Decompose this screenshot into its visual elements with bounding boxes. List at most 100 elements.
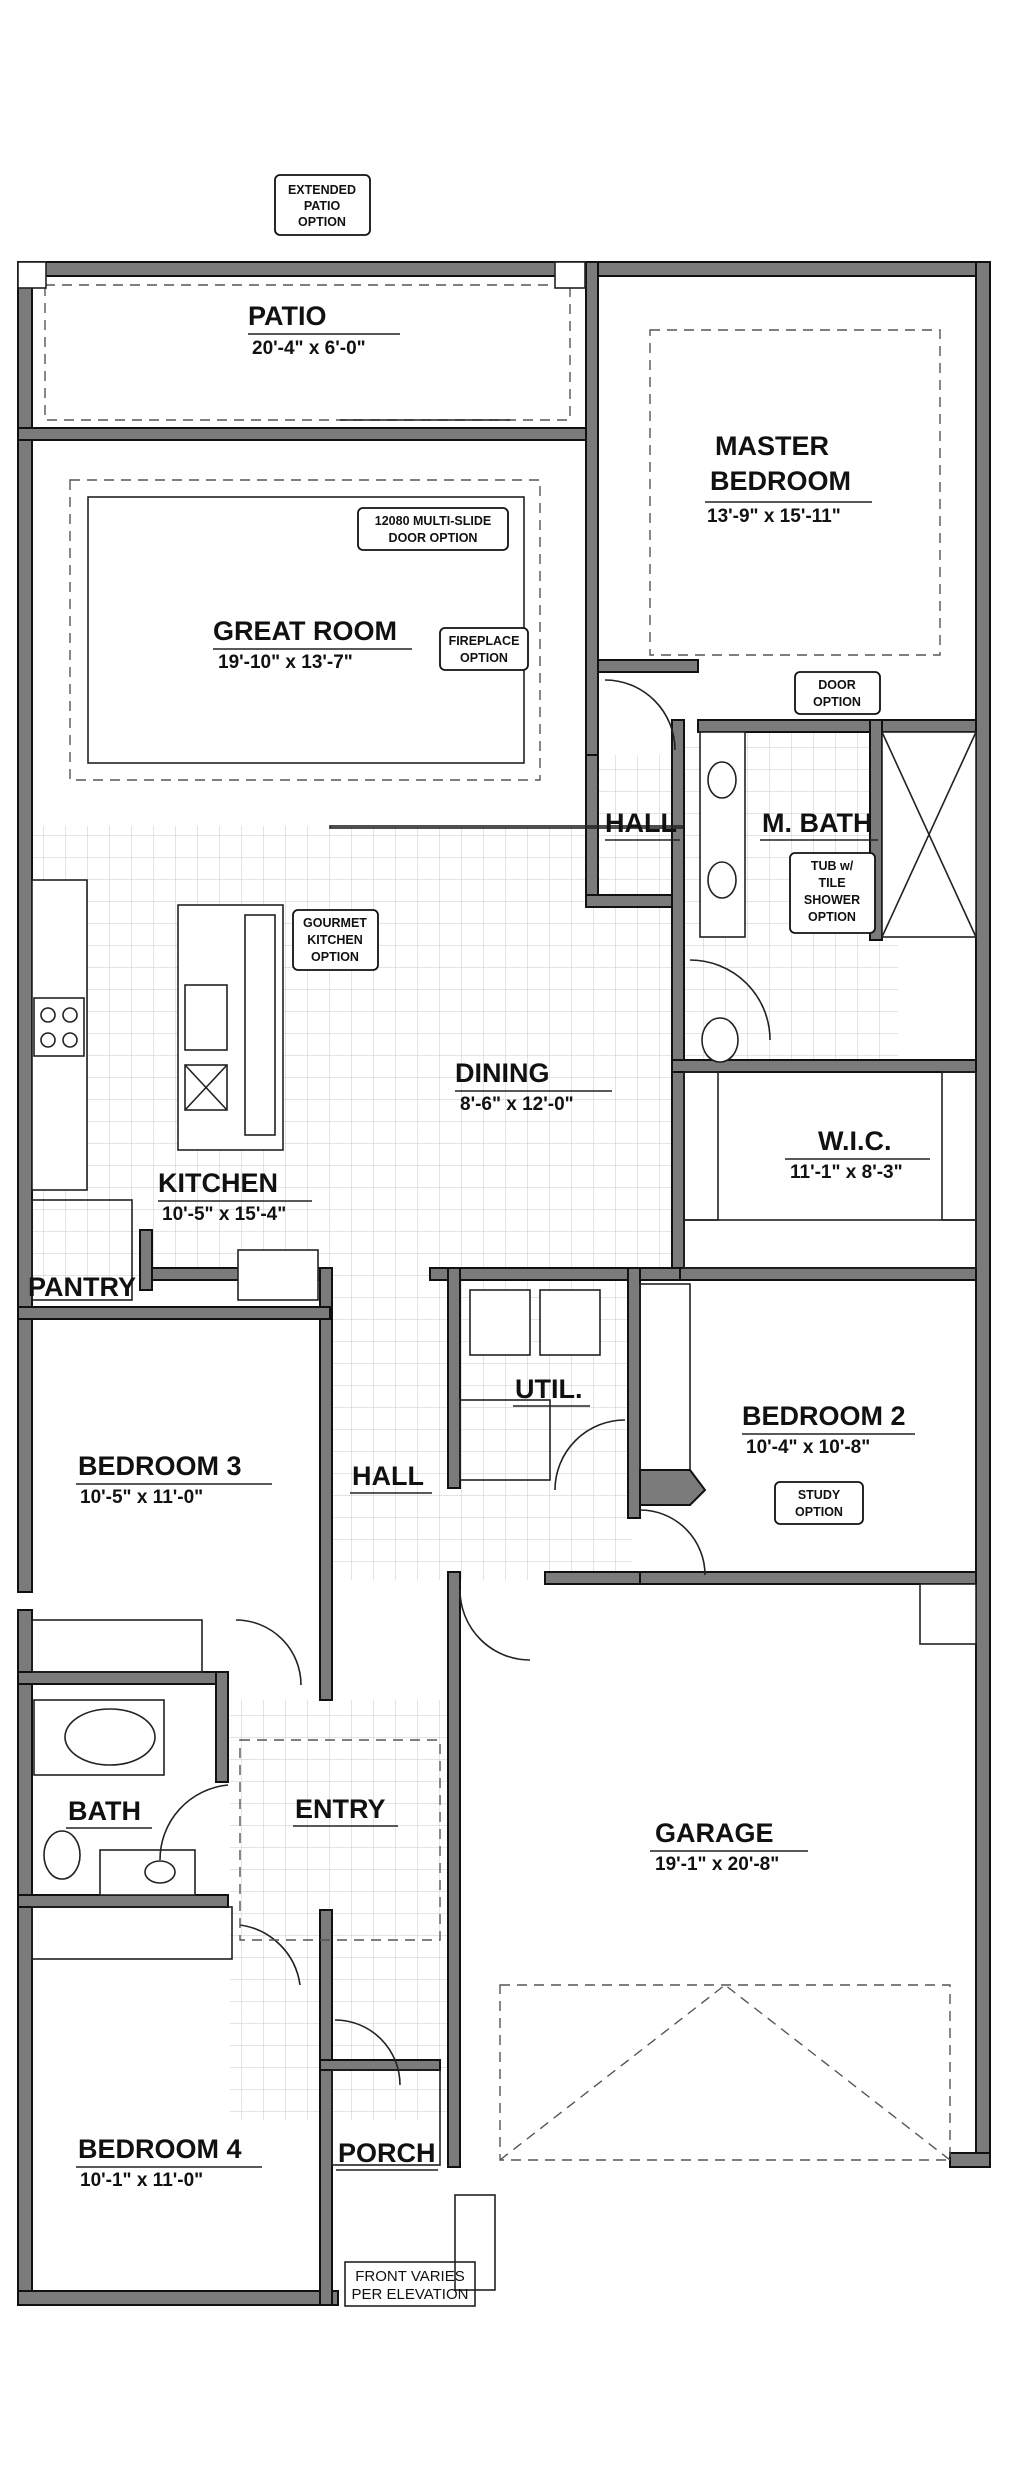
sink-icon: [707, 861, 737, 899]
porch-slab: [331, 2069, 441, 2166]
front-varies-l2: PER ELEVATION: [352, 2286, 469, 2303]
util-label: UTIL.: [515, 1374, 583, 1404]
wall-util-east: [627, 1267, 641, 1519]
wall-bed4-east: [319, 1909, 333, 2306]
wall-pantry: [139, 1229, 153, 1291]
tub-shower-l1: TUB w/: [811, 859, 854, 873]
toilet-icon: [701, 1017, 739, 1063]
tub-shower-tag: [789, 852, 876, 934]
wic-shelf: [683, 1219, 977, 1269]
island-inner: [244, 914, 276, 1136]
greatroom-ceiling: [69, 479, 541, 781]
mbath-door-swing: [689, 959, 771, 1041]
pantry-label: PANTRY: [28, 1272, 136, 1302]
garage-dims: 19'-1" x 20'-8": [655, 1854, 779, 1875]
entry-outline: [239, 1739, 441, 1941]
wall-master-south: [597, 659, 699, 673]
bedroom3-dims: 10'-5" x 11'-0": [80, 1487, 203, 1508]
door-option-l2: OPTION: [813, 695, 861, 709]
bedroom4-dims: 10'-1" x 11'-0": [80, 2170, 203, 2191]
toilet-icon: [43, 1830, 81, 1880]
wall-greatroom-east: [585, 261, 599, 761]
burner: [62, 1007, 78, 1023]
porch-label: PORCH: [338, 2138, 436, 2168]
multi-slide-l2: DOOR OPTION: [389, 531, 478, 545]
extended-patio-l2: PATIO: [304, 199, 341, 213]
dryer: [539, 1289, 601, 1356]
great-room-dims: 19'-10" x 13'-7": [218, 652, 353, 673]
garage-door-diag: [724, 1984, 951, 2161]
wall-south-garage: [949, 2152, 991, 2168]
wall-west-bottom: [17, 1609, 33, 2306]
bath-label: BATH: [68, 1796, 141, 1826]
fridge: [237, 1249, 319, 1301]
patio-dims: 20'-4" x 6'-0": [252, 338, 366, 359]
util-door-swing: [554, 1419, 626, 1491]
wall-garage-north: [544, 1571, 641, 1585]
bed2-door-swing: [639, 1509, 706, 1576]
wall-patio-top: [17, 261, 599, 277]
master-ceiling: [649, 329, 941, 656]
hall-lower-label: HALL: [352, 1461, 424, 1491]
util-shelf: [459, 1399, 551, 1481]
burner: [40, 1007, 56, 1023]
gourmet-kitchen-tag: [292, 909, 379, 971]
wall-util-west: [447, 1267, 461, 1489]
gourmet-l1: GOURMET: [303, 916, 367, 930]
upper-hall-tile: [593, 755, 675, 895]
wall-hall-upper-south: [585, 894, 682, 908]
bed2-closet: [639, 1283, 691, 1485]
wall-master-top: [597, 261, 989, 277]
wall-bath-east: [215, 1671, 229, 1783]
sink-icon: [184, 984, 228, 1051]
entry-label: ENTRY: [295, 1794, 386, 1824]
extended-patio-tag: [274, 174, 371, 236]
kitchen-dining-tile: [25, 826, 683, 1281]
bedroom2-dims: 10'-4" x 10'-8": [746, 1437, 870, 1458]
bed4-door-swing: [239, 1924, 301, 1986]
shower-diagonal: [881, 731, 977, 938]
bedroom2-label: BEDROOM 2: [742, 1401, 906, 1431]
front-varies-box: [344, 2261, 476, 2307]
tub-shower-l3: SHOWER: [804, 893, 860, 907]
master-label-2: BEDROOM: [710, 466, 851, 496]
multi-slide-tag: [357, 507, 509, 551]
entry-tile: [230, 1700, 460, 2120]
washer: [469, 1289, 531, 1356]
extended-patio-l1: EXTENDED: [288, 183, 356, 197]
wall-porch-west: [319, 2059, 441, 2071]
front-door-swing: [334, 2019, 401, 2086]
front-varies-l1: FRONT VARIES: [355, 2268, 464, 2285]
door-option-l1: DOOR: [818, 678, 856, 692]
patio-outline: [44, 284, 571, 421]
burner: [62, 1032, 78, 1048]
extended-patio-l3: OPTION: [298, 215, 346, 229]
mbath-label: M. BATH: [762, 808, 872, 838]
fireplace-l2: OPTION: [460, 651, 508, 665]
bed2-closet-wall: [639, 1469, 707, 1506]
cooktop-icon: [33, 997, 85, 1057]
wall-util-north: [429, 1267, 681, 1281]
fireplace-tag: [439, 627, 529, 671]
kitchen-dims: 10'-5" x 15'-4": [162, 1204, 286, 1225]
master-dims: 13'-9" x 15'-11": [707, 506, 841, 527]
tub-shower-l2: TILE: [818, 876, 845, 890]
dishwasher-x: [184, 1064, 228, 1111]
sink-icon: [707, 761, 737, 799]
dining-label: DINING: [455, 1058, 550, 1088]
wall-wic-south: [671, 1267, 977, 1281]
wic-shelf-side: [941, 1071, 977, 1221]
tub: [33, 1699, 165, 1776]
master-label-1: MASTER: [715, 431, 829, 461]
wic-shelf-side: [683, 1071, 719, 1221]
patio-post-left: [17, 261, 47, 289]
master-door-swing: [604, 679, 676, 751]
great-room-label: GREAT ROOM: [213, 616, 397, 646]
water-heater: [919, 1583, 977, 1645]
wall-south-b4: [17, 2290, 339, 2306]
tub-shower-l4: OPTION: [808, 910, 856, 924]
bedroom4-label: BEDROOM 4: [78, 2134, 242, 2164]
wall-bed3-south: [17, 1671, 219, 1685]
bath-vanity: [99, 1849, 196, 1896]
study-option-tag: [774, 1481, 864, 1525]
